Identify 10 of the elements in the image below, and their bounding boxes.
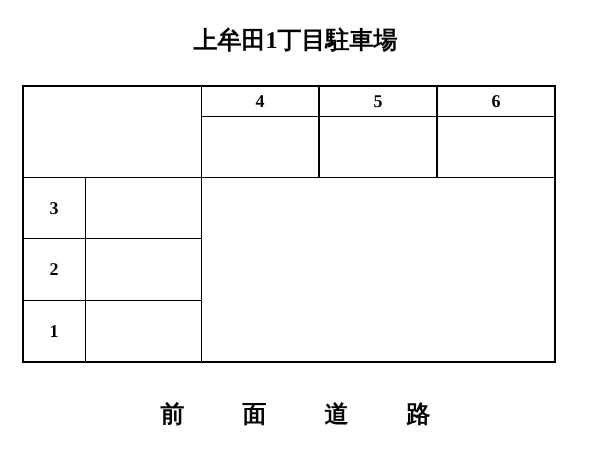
space-number: 4 <box>202 87 318 117</box>
parking-space <box>22 177 202 239</box>
space-number: 5 <box>320 87 436 117</box>
parking-space <box>437 86 555 178</box>
road-label: 前面道路 <box>160 401 490 430</box>
space-number: 6 <box>438 87 554 117</box>
space-number: 1 <box>23 301 86 361</box>
parking-space <box>319 86 437 178</box>
parking-space <box>201 86 319 178</box>
title: 上牟田1丁目駐車場 <box>192 26 398 56</box>
